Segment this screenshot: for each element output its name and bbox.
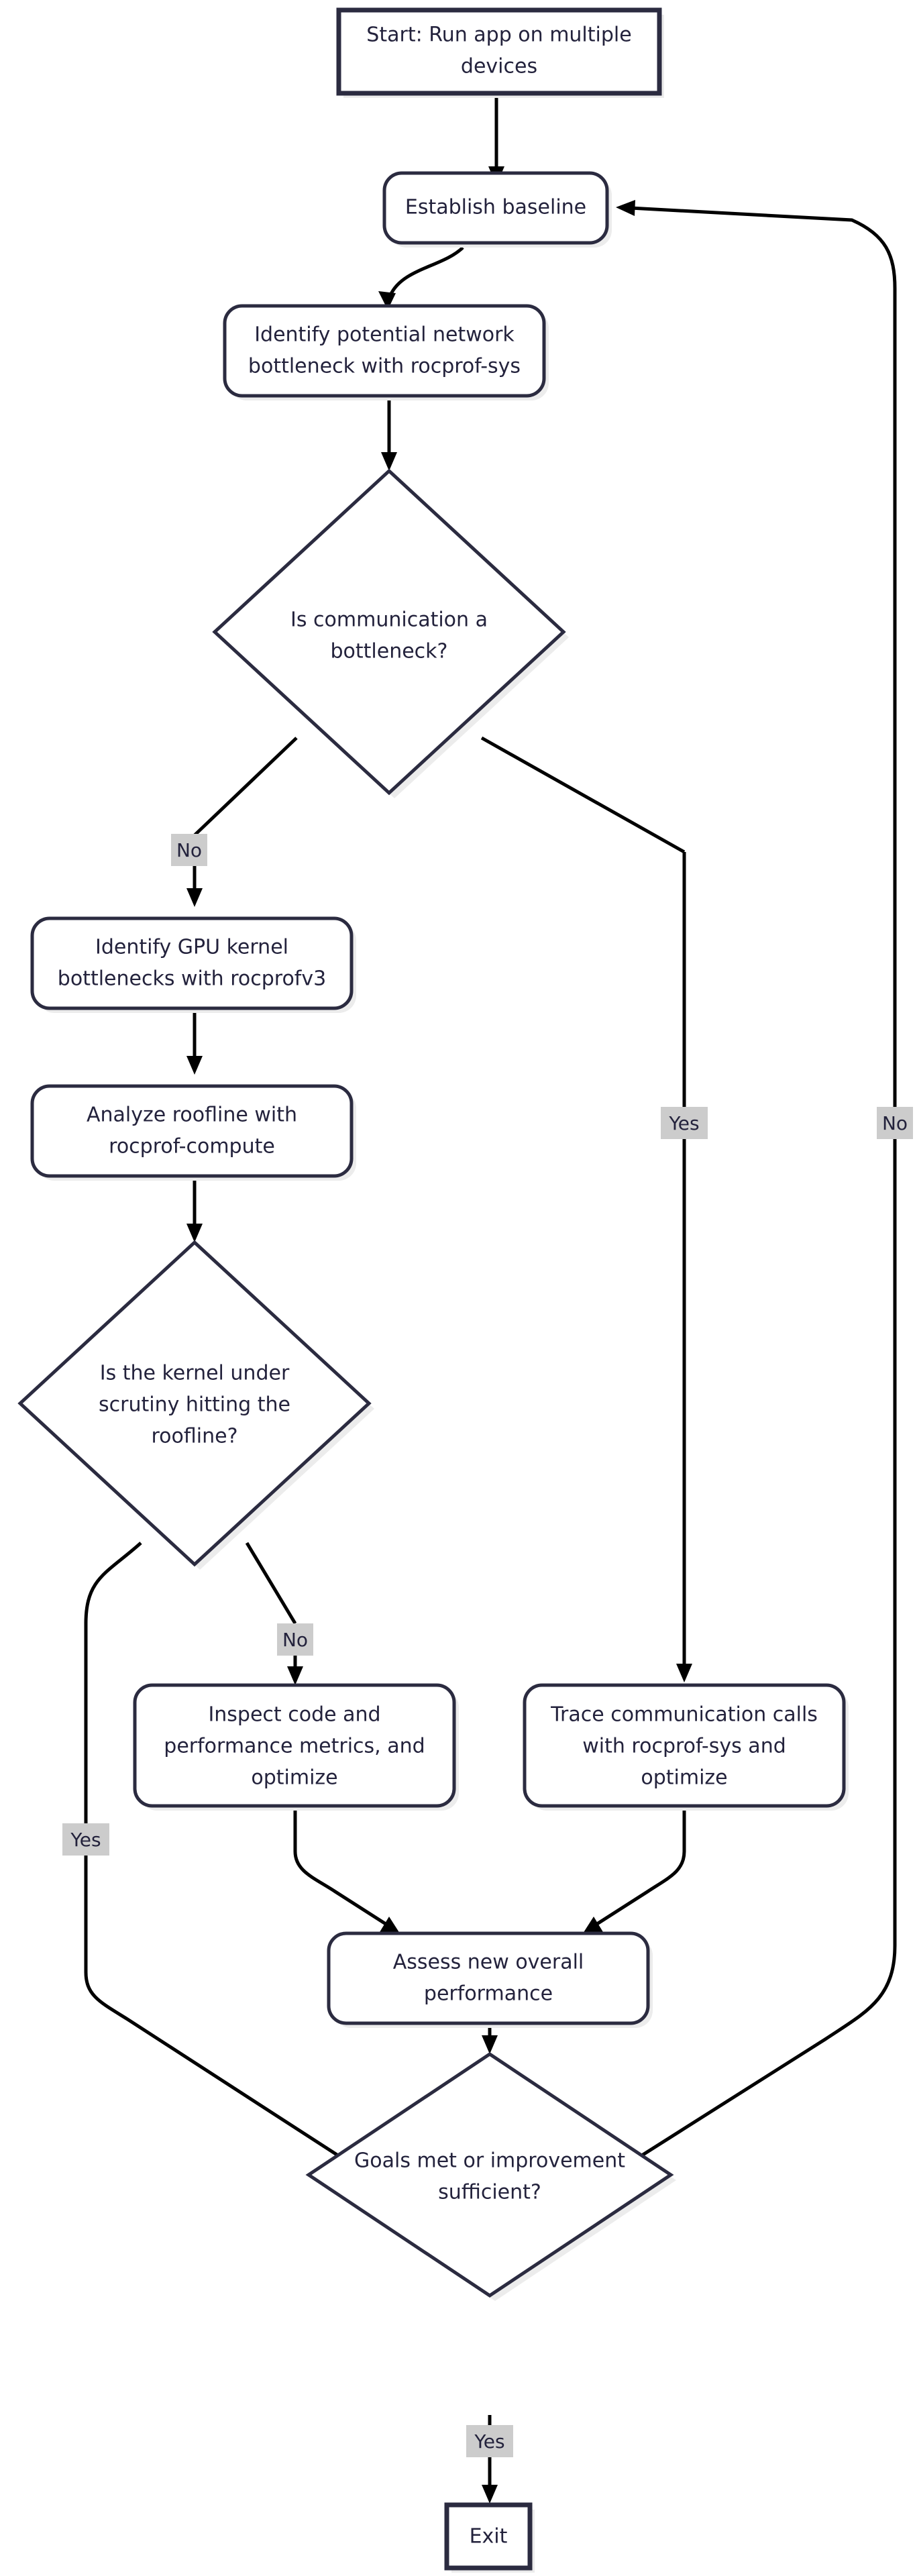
node-trace-comm-shape (523, 1683, 846, 1808)
node-assess-label-line-2: performance (424, 1982, 553, 2006)
edge-label-comm-yes-text: Yes (668, 1112, 699, 1134)
node-comm-decision[interactable]: Is communication a bottleneck? (212, 468, 569, 798)
edge-label-background (877, 1107, 913, 1139)
node-trace-comm-label-line-3: optimize (641, 1766, 727, 1790)
edge-label-background (277, 1623, 313, 1656)
node-trace-comm[interactable]: Trace communication calls with rocprof-s… (523, 1683, 849, 1811)
node-comm-decision-shape (212, 468, 566, 796)
edge-label-roofline-no-text: No (282, 1629, 308, 1651)
node-start-label-line-2: devices (461, 55, 537, 78)
node-inspect-code-label-line-2: performance metrics, and (164, 1735, 425, 1758)
edge-identify-network-to-comm-decision (381, 396, 397, 471)
node-identify-kernel-shape (30, 916, 354, 1010)
edge-inspect-code-to-assess (293, 1792, 400, 1933)
node-exit-label: Exit (470, 2525, 508, 2548)
node-start-label-line-1: Start: Run app on multiple (366, 23, 631, 47)
node-identify-kernel-label-line-1: Identify GPU kernel (95, 936, 288, 959)
edge-goals-yes-to-exit: Yes (466, 2415, 513, 2504)
node-start-shape (336, 7, 662, 96)
edge-comm-yes-to-trace-comm: Yes (480, 736, 708, 1682)
node-goals-decision-label-line-1: Goals met or improvement (354, 2149, 625, 2173)
node-trace-comm-label-line-1: Trace communication calls (550, 1703, 818, 1727)
node-inspect-code[interactable]: Inspect code and performance metrics, an… (133, 1683, 459, 1811)
edge-label-roofline-yes-text: Yes (70, 1829, 101, 1851)
edge-label-background (62, 1823, 109, 1856)
node-start[interactable]: Start: Run app on multiple devices (336, 7, 664, 98)
edge-analyze-roofline-to-roofline-decision (186, 1176, 203, 1242)
edge-baseline-to-identify-network (378, 246, 464, 310)
node-baseline-shape (382, 171, 609, 245)
node-roofline-decision-label-line-1: Is the kernel under (100, 1362, 290, 1385)
node-assess-shape (327, 1931, 650, 2025)
node-identify-network[interactable]: Identify potential network bottleneck wi… (223, 304, 549, 400)
node-layer: Start: Run app on multiple devices Estab… (17, 7, 849, 2573)
node-comm-decision-label-line-2: bottleneck? (331, 640, 448, 663)
edge-label-comm-no-text: No (176, 839, 202, 861)
node-exit-shape (444, 2502, 533, 2571)
edge-layer: No Yes (62, 97, 913, 2504)
edge-label-goals-yes: Yes (466, 2425, 513, 2457)
node-trace-comm-label-line-2: with rocprof-sys and (582, 1735, 786, 1758)
node-identify-kernel[interactable]: Identify GPU kernel bottlenecks with roc… (30, 916, 356, 1013)
edge-goals-no-to-baseline: No (616, 200, 913, 2172)
edge-label-background (661, 1107, 708, 1139)
edge-label-goals-no: No (877, 1107, 913, 1139)
edge-label-goals-yes-text: Yes (474, 2430, 504, 2453)
edge-identify-kernel-to-analyze-roofline (186, 1008, 203, 1075)
node-analyze-roofline[interactable]: Analyze roofline with rocprof-compute (30, 1084, 356, 1181)
node-roofline-decision-shape (17, 1240, 372, 1567)
node-identify-network-label-line-1: Identify potential network (254, 323, 515, 347)
edge-label-roofline-yes: Yes (62, 1823, 109, 1856)
edge-label-goals-no-text: No (882, 1112, 908, 1134)
node-baseline[interactable]: Establish baseline (382, 171, 612, 248)
node-roofline-decision-label-line-3: roofline? (151, 1425, 237, 1448)
node-inspect-code-label-line-1: Inspect code and (208, 1703, 380, 1727)
node-identify-kernel-label-line-2: bottlenecks with rocprofv3 (58, 967, 326, 991)
node-analyze-roofline-label-line-1: Analyze roofline with (87, 1104, 297, 1127)
node-inspect-code-label-line-3: optimize (251, 1766, 337, 1790)
node-roofline-decision-label-line-2: scrutiny hitting the (99, 1393, 290, 1417)
node-identify-network-shape (223, 304, 546, 398)
node-assess[interactable]: Assess new overall performance (327, 1931, 653, 2028)
node-analyze-roofline-shape (30, 1084, 354, 1178)
node-goals-decision[interactable]: Goals met or improvement sufficient? (305, 2051, 676, 2301)
edge-roofline-no-to-inspect-code: No (245, 1542, 313, 1685)
node-assess-label-line-1: Assess new overall (393, 1951, 584, 1974)
node-goals-decision-shape (305, 2051, 674, 2298)
edge-label-comm-no: No (171, 834, 207, 866)
edge-label-roofline-no: No (277, 1623, 313, 1656)
node-identify-network-label-line-2: bottleneck with rocprof-sys (248, 355, 521, 378)
node-inspect-code-shape (133, 1683, 456, 1808)
edge-roofline-yes-to-goals-decision: Yes (62, 1542, 370, 2176)
edge-comm-no-to-identify-kernel: No (171, 737, 298, 907)
edge-label-background (466, 2425, 513, 2457)
node-comm-decision-label-line-1: Is communication a (290, 608, 488, 632)
node-baseline-label: Establish baseline (405, 196, 586, 219)
node-analyze-roofline-label-line-2: rocprof-compute (109, 1135, 275, 1159)
node-exit[interactable]: Exit (444, 2502, 535, 2573)
edge-label-comm-yes: Yes (661, 1107, 708, 1139)
node-goals-decision-label-line-2: sufficient? (438, 2181, 541, 2204)
edge-trace-comm-to-assess (583, 1792, 686, 1933)
node-roofline-decision[interactable]: Is the kernel under scrutiny hitting the… (17, 1240, 374, 1570)
edge-label-background (171, 834, 207, 866)
